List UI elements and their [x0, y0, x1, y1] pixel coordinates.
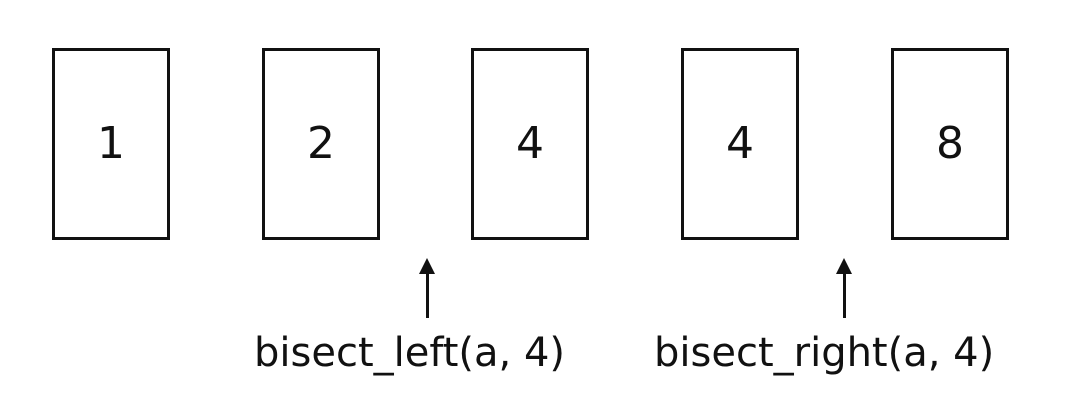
- arrow-head: [836, 258, 852, 274]
- array-cell-0: 1: [52, 48, 170, 240]
- array-cell-2: 4: [471, 48, 589, 240]
- bisect-left-label: bisect_left(a, 4): [254, 330, 566, 376]
- bisect-left-up-arrow-icon: [419, 258, 435, 318]
- arrow-shaft: [426, 270, 429, 318]
- array-cell-1: 2: [262, 48, 380, 240]
- arrow-head: [419, 258, 435, 274]
- array-cell-3: 4: [681, 48, 799, 240]
- array-cell-value: 1: [97, 118, 125, 169]
- array-cell-4: 8: [891, 48, 1009, 240]
- array-cell-value: 4: [516, 118, 544, 169]
- arrow-shaft: [843, 270, 846, 318]
- array-cell-value: 4: [726, 118, 754, 169]
- array-cell-value: 2: [307, 118, 335, 169]
- bisect-right-up-arrow-icon: [836, 258, 852, 318]
- bisect-right-label: bisect_right(a, 4): [654, 330, 995, 376]
- array-cell-value: 8: [936, 118, 964, 169]
